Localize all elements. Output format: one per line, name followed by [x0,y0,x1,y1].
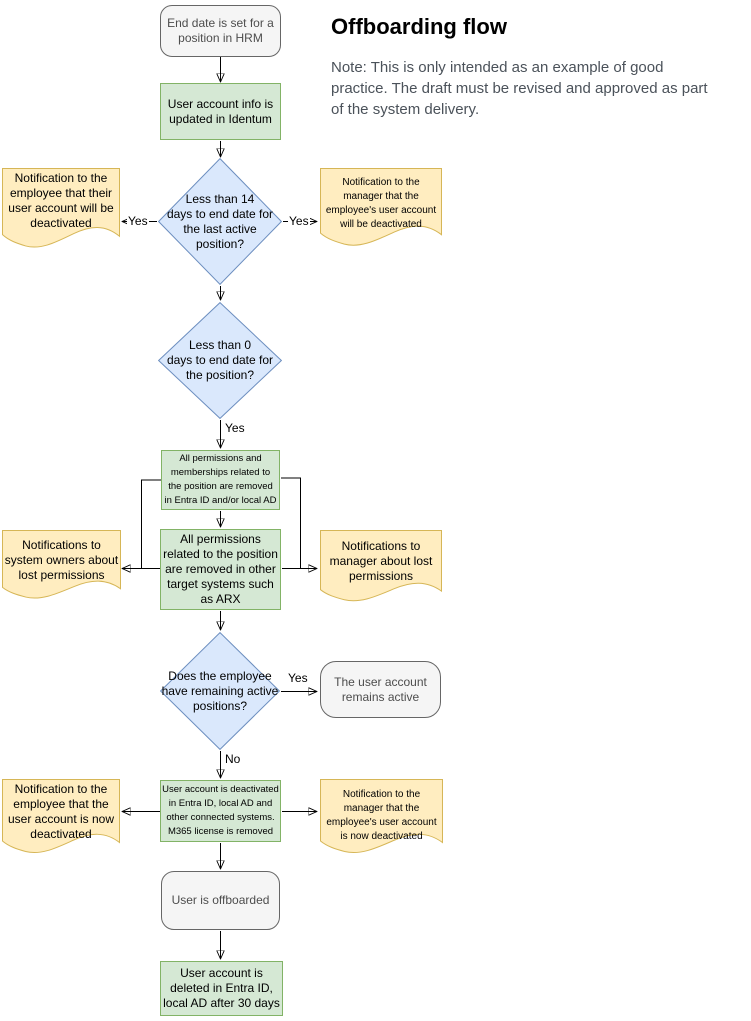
node-notify-manager-will-deactivate: Notification to the manager that the emp… [320,168,442,252]
document-shape [2,530,121,604]
node-label: Notification to the manager that the emp… [325,177,437,230]
diamond-shape [158,158,282,285]
node-label: User account info is updated in Identum [167,96,274,126]
edge-label-yes: Yes [224,421,246,435]
node-notify-manager-lost-permissions: Notifications to manager about lost perm… [320,530,442,607]
diamond-shape [160,632,280,750]
note-line: Note: This is only intended as an exampl… [331,59,664,76]
node-label: End date is set for a position in HRM [167,16,274,45]
edge-label-yes: Yes [288,214,310,228]
document-shape [2,779,120,859]
page-title: Offboarding flow [331,14,507,39]
note-line: of the system delivery. [331,101,480,118]
note-line: practice. The draft must be revised and … [331,80,708,97]
diamond-shape [158,302,282,419]
note-text: Note: This is only intended as an exampl… [331,57,751,120]
document-shape [320,168,442,252]
node-label: User account is deactivated in Entra ID,… [162,784,279,837]
node-label: Notification to the employee that their … [8,171,114,230]
node-label: Notifications to system owners about los… [4,538,119,582]
node-label: Notification to the manager that the emp… [326,789,437,842]
node-decision-0-days: Less than 0 days to end date for the pos… [158,302,282,419]
document-shape [320,779,443,859]
node-label: Notifications to manager about lost perm… [329,539,433,583]
node-label: Less than 0 days to end date for the pos… [166,338,274,382]
node-account-deleted: User account is deleted in Entra ID, loc… [160,961,283,1016]
edge-label-yes: Yes [127,214,149,228]
edge-permad-right-branch [281,477,301,569]
node-label: Notification to the employee that the us… [7,782,115,841]
node-remains-active-terminator: The user account remains active [320,661,441,718]
document-shape [2,168,120,254]
node-label: All permissions related to the position … [163,532,278,606]
node-notify-employee-will-deactivate: Notification to the employee that their … [2,168,120,254]
node-label: The user account remains active [334,674,427,704]
node-decision-remaining-positions: Does the employee have remaining active … [160,632,280,750]
node-decision-14-days: Less than 14 days to end date for the la… [158,158,282,285]
node-identum-process: User account info is updated in Identum [160,83,281,140]
node-notify-employee-now-deactivated: Notification to the employee that the us… [2,779,120,859]
node-label: Does the employee have remaining active … [161,668,279,713]
node-start-terminator: End date is set for a position in HRM [160,5,281,57]
node-permissions-removed-ad: All permissions and memberships related … [161,450,280,510]
node-notify-system-owners: Notifications to system owners about los… [2,530,121,604]
node-label: User is offboarded [171,893,270,907]
node-permissions-removed-other: All permissions related to the position … [160,529,281,610]
node-label: All permissions and memberships related … [164,453,277,506]
node-label: Less than 14 days to end date for the la… [166,191,274,251]
document-shape [320,530,442,607]
edge-label-yes: Yes [287,671,309,685]
edge-label-no: No [224,752,242,766]
edge-permad-left-branch [141,479,161,569]
node-label: User account is deleted in Entra ID, loc… [163,966,280,1010]
node-offboarded-terminator: User is offboarded [161,871,280,930]
node-notify-manager-now-deactivated: Notification to the manager that the emp… [320,779,443,859]
node-account-deactivated: User account is deactivated in Entra ID,… [160,780,281,842]
